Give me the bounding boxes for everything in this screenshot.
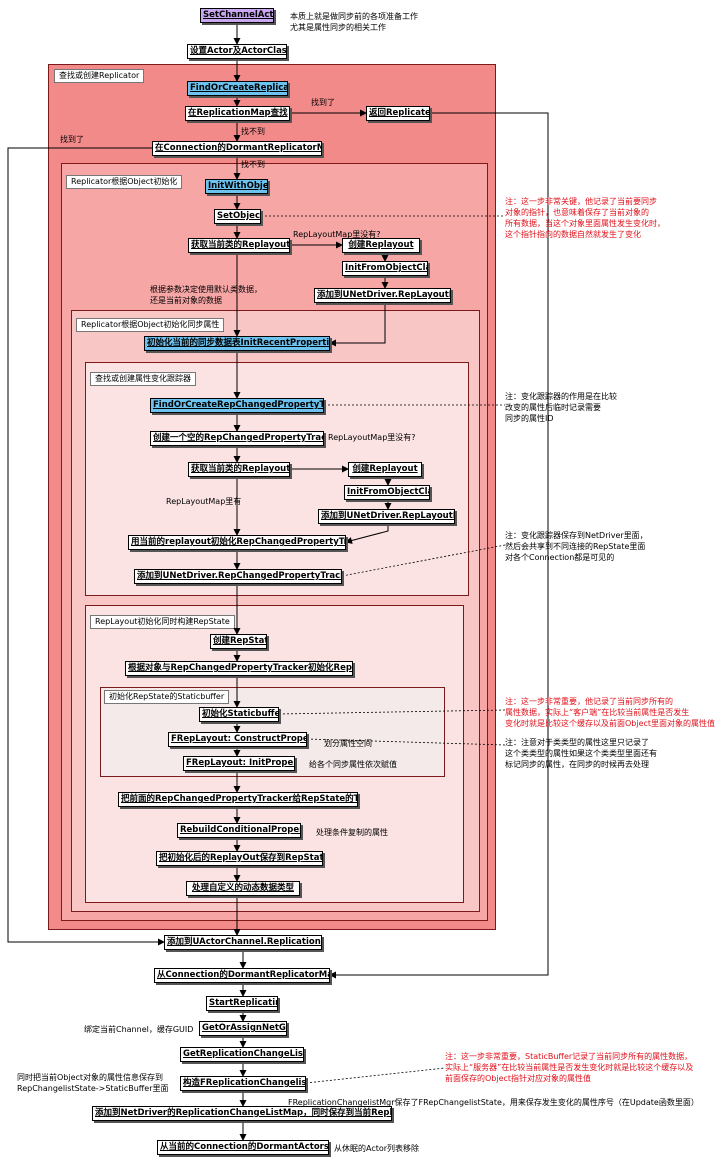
set-channel-actor-node: SetChannelActor (200, 8, 274, 23)
edge-add-map-to-init-recent (329, 302, 386, 347)
found-label-1: 找到了 (311, 98, 335, 107)
set-object-node: SetObject (214, 209, 261, 224)
init-properties-node: FRepLayout: InitProperties (183, 756, 295, 771)
found-label-2: 找到了 (60, 135, 84, 144)
add-to-replayout-map-node-2: 添加到UNetDriver.RepLayoutMap (318, 509, 455, 524)
replayout-missing-label-2: RepLayoutMap里没有? (328, 433, 416, 442)
changelist-note-line-2: 实际上“服务器”在比较当前属性是否发生变化时就是比较这个缓存以及 (445, 1063, 694, 1072)
remove-from-dormant-map-node: 从Connection的DormantReplicatorMap移除 (154, 968, 330, 983)
add-to-replication-map-node: 添加到UActorChannel.ReplicationMap (164, 935, 322, 950)
set-object-note-line-2: 对象的指针，也意味着保存了当前对象的 (505, 208, 649, 217)
init-recent-properties-node: 初始化当前的同步数据表InitRecentProperties (144, 336, 330, 351)
tracker-note-line-2: 改变的属性后临时记录需要 (505, 403, 601, 412)
changelist-state-label: FReplicationChangelistMgr保存了FRepChangeli… (288, 1098, 699, 1107)
construct-note-line-3: 标记同步的属性，在同步的时候再去处理 (505, 760, 649, 769)
init-from-object-class-node-2: InitFromObjectClass (344, 485, 430, 500)
save-to-buffer-label-2: RepChangelistState->StaticBuffer里面 (17, 1084, 169, 1093)
init-tracker-node: 用当前的replayout初始化RepChangedPropertyTracke… (128, 535, 346, 550)
find-in-dormant-map-node: 在Connection的DormantReplicatorMap找 (152, 141, 322, 156)
start-replicating-node: StartReplicating (206, 996, 278, 1011)
init-staticbuffer-node: 初始化Staticbuffer (199, 707, 279, 722)
return-replicater-node: 返回Replicater (366, 106, 430, 121)
group-tab-init-by-object: Replicator根据Object初始化 (66, 175, 183, 189)
top-note-line-2: 尤其是属性同步的相关工作 (290, 23, 386, 32)
replayout-exists-label: RepLayoutMap里有 (166, 497, 242, 506)
get-replayout-node-2: 获取当前类的Replayout (188, 462, 290, 477)
tracker-map-note-line-2: 然后会共享到不同连接的RepState里面 (505, 542, 646, 551)
dash-staticbuffer-note (278, 709, 506, 715)
rebuild-conditional-node: RebuildConditionalProperties (177, 823, 301, 838)
tracker-map-note-line-3: 对各个Connection都是可见的 (505, 553, 615, 562)
not-found-label-1: 找不到 (241, 127, 265, 136)
staticbuffer-note-line-2: 属性数据，实际上“客户端”在比较当前属性是否发生 (505, 708, 690, 717)
custom-delta-node: 处理自定义的动态数据类型 (186, 881, 300, 896)
group-tab-repstate: RepLayout初始化同时构建RepState (90, 615, 235, 629)
set-object-note-line-3: 所有数据，当这个对象里面属性发生变化时， (505, 219, 665, 228)
conditional-copy-label: 处理条件复制的属性 (316, 828, 388, 837)
construct-note-line-1: 注：注意对于类类型的属性这里只记录了 (505, 738, 649, 747)
init-repstate-node: 根据对象与RepChangedPropertyTracker初始化RepStat… (125, 661, 353, 676)
find-in-replication-map-node: 在ReplicationMap查找 (185, 106, 290, 121)
add-to-replayout-map-node-1: 添加到UNetDriver.RepLayoutMap (314, 288, 451, 303)
save-replayout-node: 把初始化后的ReplayOut保存到RepState里 (156, 851, 323, 866)
create-repstate-node: 创建RepState (210, 634, 267, 649)
dash-construct-note (306, 738, 506, 746)
set-object-note-line-1: 注：这一步非常关键，他记录了当前要同步 (505, 197, 657, 206)
dash-tracker-map-note (341, 544, 506, 577)
save-to-buffer-label-1: 同时把当前Object对象的属性信息保存到 (17, 1073, 164, 1082)
bind-guid-label: 绑定当前Channel，缓存GUID (84, 1025, 194, 1034)
changelist-note-line-1: 注：这一步非常重要，StaticBuffer记录了当前同步所有的属性数据， (445, 1052, 693, 1061)
default-values-label: 给各个同步属性依次赋值 (309, 760, 397, 769)
staticbuffer-note-line-3: 变化时就是比较这个缓存以及前面Object里面对象的属性值 (505, 719, 716, 728)
group-tab-staticbuffer: 初始化RepState的Staticbuffer (104, 690, 230, 704)
edge-found-dormant-to-add-map (7, 147, 165, 946)
add-to-changelist-map-node: 添加到NetDriver的ReplicationChangeListMap，同时… (92, 1106, 392, 1121)
set-actor-node: 设置Actor及ActorClass (187, 44, 287, 59)
default-data-label-2: 还是当前对象的数据 (150, 296, 222, 305)
create-replayout-node-1: 创建Replayout (342, 238, 420, 253)
find-or-create-tracker-node: FindOrCreateRepChangedPropertyTracker (150, 398, 324, 413)
group-tab-tracker: 查找或创建属性变化跟踪器 (90, 372, 196, 386)
edge-return-to-remove-dormant (329, 112, 549, 979)
edge-add-map-2-to-init-tracker (345, 523, 389, 544)
create-replayout-node-2: 创建Replayout (348, 462, 422, 477)
init-with-object-node: InitWithObject (205, 179, 268, 194)
tracker-map-note-line-1: 注：变化跟踪器保存到NetDriver里面， (505, 531, 648, 540)
replayout-missing-label-1: RepLayoutMap里没有? (293, 230, 381, 239)
get-changelist-mgr-node: GetReplicationChangeListMgr (180, 1047, 304, 1062)
remove-from-dormant-actors-node: 从当前的Connection的DormantActors移除 (157, 1140, 329, 1155)
tracker-note-line-3: 同步的属性ID (505, 414, 554, 423)
tracker-to-repstate-node: 把前面的RepChangedPropertyTracker给RepState的T… (118, 792, 358, 807)
tracker-note-line-1: 注：变化跟踪器的作用是在比较 (505, 392, 617, 401)
init-from-object-class-node-1: InitFromObjectClass (342, 261, 428, 276)
construct-note-line-2: 这个类类型的属性如果这个类类型里面还有 (505, 749, 657, 758)
group-tab-init-sync-props: Replicator根据Object初始化同步属性 (76, 318, 225, 332)
set-object-note-line-4: 这个指针指向的数据自然就发生了变化 (505, 230, 641, 239)
construct-changelist-mgr-node: 构造FReplicationChangelistMgr (180, 1076, 306, 1091)
top-note-line-1: 本质上就是做同步前的各项准备工作 (290, 12, 418, 21)
find-or-create-replicator-node: FindOrCreateReplicator (187, 81, 288, 96)
alloc-space-label: 划分属性空间 (324, 739, 372, 748)
create-empty-tracker-node: 创建一个空的RepChangedPropertyTracker (150, 431, 324, 446)
add-to-tracker-map-node: 添加到UNetDriver.RepChangedPropertyTrackerM… (134, 569, 342, 584)
group-tab-find-create-replicator: 查找或创建Replicator (54, 69, 145, 83)
not-found-label-2: 找不到 (241, 160, 265, 169)
dash-changelist-note (305, 1067, 446, 1084)
default-data-label-1: 根据参数决定使用默认类数据， (150, 285, 262, 294)
get-or-assign-guid-node: GetOrAssignNetGUID (199, 1021, 287, 1036)
construct-properties-node: FRepLayout: ConstructProperties (168, 732, 307, 747)
remove-dormant-label: 从休眠的Actor列表移除 (334, 1144, 420, 1153)
staticbuffer-note-line-1: 注：这一步非常重要，他记录了当前同步所有的 (505, 697, 673, 706)
get-replayout-node-1: 获取当前类的Replayout (188, 238, 290, 253)
changelist-note-line-3: 前面保存的Object指针对应对象的属性值 (445, 1074, 592, 1083)
